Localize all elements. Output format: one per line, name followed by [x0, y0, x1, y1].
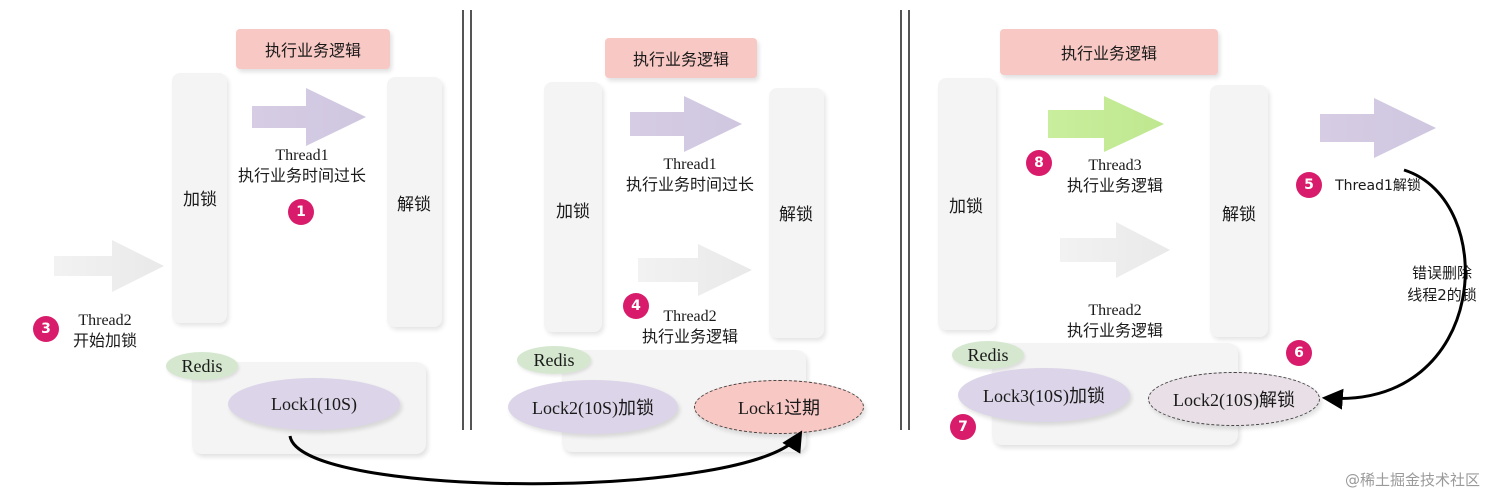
panel3-thread3-name: Thread3	[1088, 157, 1142, 174]
panel2-redis-tag: Redis	[517, 346, 591, 374]
panel3-release-label: 解锁	[1222, 205, 1256, 225]
panel1-thread2-desc: 开始加锁	[72, 331, 137, 350]
panel1-thread2-caption: Thread2 开始加锁	[60, 311, 150, 351]
panel2-thread1-name: Thread1	[663, 156, 717, 173]
panel2-release-pillar	[769, 88, 824, 338]
panel2-lock2: Lock2(10S)加锁	[508, 380, 678, 434]
panel1-badge-3: 3	[33, 316, 59, 342]
panel3-thread2-caption: Thread2 执行业务逻辑	[1040, 301, 1190, 341]
panel3-acquire-label: 加锁	[949, 197, 983, 217]
panel3-badge-8: 8	[1026, 150, 1052, 176]
panel1-acquire-pillar	[172, 73, 227, 323]
panel3-lock3: Lock3(10S)加锁	[958, 368, 1130, 422]
panel3-thread3-arrow	[1048, 96, 1164, 152]
divider-right-a	[900, 10, 902, 430]
panel2-title: 执行业务逻辑	[605, 38, 757, 78]
panel3-thread2-arrow	[1060, 222, 1170, 278]
panel3-title: 执行业务逻辑	[1000, 29, 1218, 75]
panel2-acquire-label: 加锁	[556, 202, 590, 222]
panel1-thread1-arrow	[252, 88, 366, 146]
expire-connector-arrow	[288, 430, 803, 486]
panel3-thread2-name: Thread2	[1088, 302, 1142, 319]
panel3-thread1-arrow	[1320, 98, 1436, 158]
panel2-thread2-name: Thread2	[663, 308, 717, 325]
panel1-badge-1: 1	[288, 199, 314, 225]
panel1-title: 执行业务逻辑	[236, 29, 390, 69]
panel1-thread1-caption: Thread1 执行业务时间过长	[222, 146, 382, 186]
panel3-thread1-release-label: Thread1解锁	[1335, 178, 1421, 194]
panel2-thread1-arrow	[630, 96, 742, 152]
panel1-acquire-label: 加锁	[183, 190, 217, 210]
panel2-acquire-pillar	[544, 82, 602, 332]
panel2-thread2-desc: 执行业务逻辑	[641, 327, 738, 346]
panel2-thread2-arrow	[638, 244, 752, 296]
panel3-redis-tag: Redis	[952, 341, 1024, 369]
wrong-delete-connector-arrow	[1321, 168, 1467, 410]
panel2-thread1-desc: 执行业务时间过长	[625, 175, 754, 194]
watermark: @稀土掘金技术社区	[1344, 471, 1480, 489]
panel3-release-pillar	[1210, 85, 1268, 337]
panel3-side-note: 错误删除 线程2的锁	[1392, 262, 1492, 306]
panel1-release-pillar	[387, 77, 442, 327]
panel1-thread1-desc: 执行业务时间过长	[237, 166, 366, 185]
panel1-thread1-name: Thread1	[275, 147, 329, 164]
panel3-acquire-pillar	[938, 78, 996, 330]
panel1-release-label: 解锁	[397, 195, 431, 215]
panel1-lock1: Lock1(10S)	[228, 378, 400, 430]
panel1-thread2-name: Thread2	[78, 312, 132, 329]
panel3-thread3-desc: 执行业务逻辑	[1066, 176, 1163, 195]
panel2-badge-4: 4	[623, 293, 649, 319]
panel3-thread3-caption: Thread3 执行业务逻辑	[1040, 156, 1190, 196]
panel2-release-label: 解锁	[779, 205, 813, 225]
panel2-thread2-caption: Thread2 执行业务逻辑	[625, 307, 755, 347]
panel3-side-note-line2: 线程2的锁	[1407, 286, 1477, 304]
divider-right-b	[908, 10, 910, 430]
panel3-badge-6: 6	[1286, 340, 1312, 366]
panel2-lock1-expired: Lock1过期	[694, 380, 864, 434]
panel1-thread2-arrow	[54, 240, 164, 292]
panel3-thread2-desc: 执行业务逻辑	[1066, 321, 1163, 340]
panel3-side-note-line1: 错误删除	[1411, 264, 1472, 282]
divider-left-a	[462, 10, 464, 430]
panel1-redis-tag: Redis	[166, 352, 238, 380]
panel2-thread1-caption: Thread1 执行业务时间过长	[610, 155, 770, 195]
panel3-lock2-release: Lock2(10S)解锁	[1148, 372, 1320, 426]
divider-left-b	[470, 10, 472, 430]
panel3-badge-7: 7	[950, 414, 976, 440]
panel3-badge-5: 5	[1296, 172, 1322, 198]
